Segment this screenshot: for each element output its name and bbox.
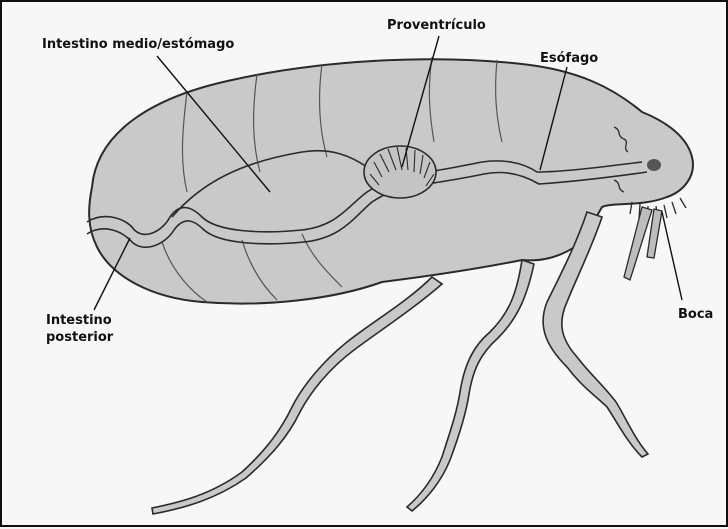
label-hindgut-line2: posterior: [46, 330, 114, 345]
label-midgut: Intestino medio/estómago: [42, 37, 234, 52]
label-hindgut-line1: Intestino: [46, 313, 112, 328]
label-mouth: Boca: [678, 307, 713, 322]
label-esophagus: Esófago: [540, 51, 598, 66]
hind-leg: [152, 277, 442, 514]
label-proventriculus: Proventrículo: [387, 18, 486, 33]
